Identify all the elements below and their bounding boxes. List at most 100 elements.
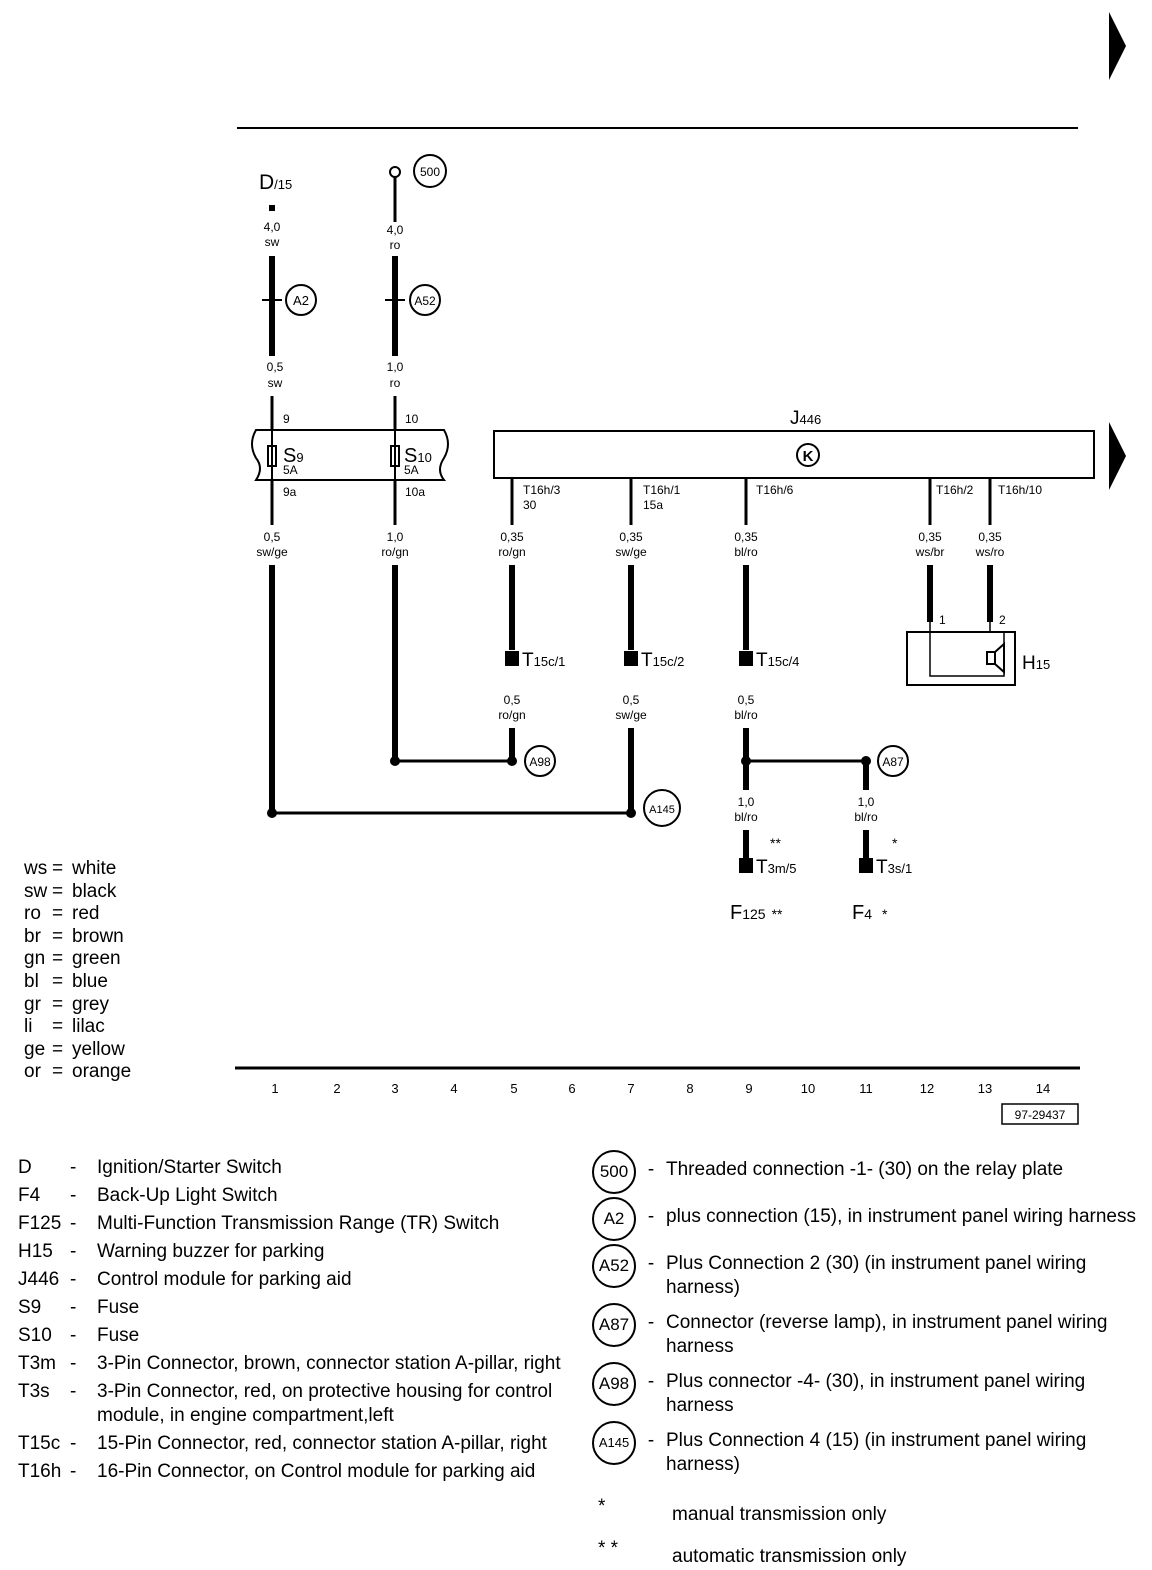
dash: - bbox=[70, 1241, 77, 1262]
next-page-arrow-middle[interactable] bbox=[1109, 422, 1126, 490]
color-abbr: ge bbox=[24, 1038, 46, 1060]
wire-color: sw/ge bbox=[615, 708, 647, 722]
splice-dot bbox=[267, 808, 277, 818]
color-name: black bbox=[72, 880, 117, 902]
grid-number: 10 bbox=[801, 1081, 815, 1096]
legend-row: ro=red bbox=[24, 903, 131, 926]
wire-size: 4,0 bbox=[387, 223, 404, 237]
wire-size: 4,0 bbox=[264, 220, 281, 234]
color-legend: ws=white sw=black ro=red br=brown gn=gre… bbox=[24, 858, 131, 1084]
color-name: orange bbox=[72, 1061, 132, 1083]
fuse-pin-9a: 9a bbox=[283, 485, 297, 499]
wire-size: 0,5 bbox=[623, 693, 640, 707]
component-desc: 16-Pin Connector, on Control module for … bbox=[97, 1461, 536, 1482]
grid-numbers: 1 2 3 4 5 6 7 8 9 10 11 12 13 14 bbox=[271, 1081, 1050, 1096]
terminal-500-dot bbox=[389, 166, 401, 178]
wire-color: sw bbox=[265, 235, 280, 249]
grid-number: 14 bbox=[1036, 1081, 1050, 1096]
wire-color: bl/ro bbox=[734, 810, 758, 824]
grid-number: 7 bbox=[627, 1081, 634, 1096]
component-desc: 3-Pin Connector, red, on protective hous… bbox=[97, 1381, 553, 1426]
color-name: brown bbox=[72, 925, 124, 947]
connector-t3m5-label: T3m/5 bbox=[756, 857, 797, 878]
component-desc: Control module for parking aid bbox=[97, 1269, 352, 1290]
wire-size: 0,5 bbox=[264, 530, 281, 544]
legend-row: ws=white bbox=[24, 858, 131, 881]
connection-desc: Threaded connection -1- (30) on the rela… bbox=[666, 1159, 1064, 1180]
grid-number: 4 bbox=[450, 1081, 457, 1096]
wire-color: ro/gn bbox=[381, 545, 408, 559]
connection-desc: Connector (reverse lamp), in instrument … bbox=[666, 1312, 1108, 1357]
fuse-s9-rating: 5A bbox=[283, 463, 298, 477]
connection-desc: Plus connector -4- (30), in instrument p… bbox=[666, 1371, 1086, 1416]
grid-number: 8 bbox=[686, 1081, 693, 1096]
component-row: F125-Multi-Function Transmission Range (… bbox=[18, 1212, 578, 1236]
wire-color: ro/gn bbox=[498, 545, 525, 559]
connection-row: 500-Threaded connection -1- (30) on the … bbox=[592, 1150, 1137, 1194]
connection-circle: 500 bbox=[592, 1150, 636, 1194]
component-row: S10-Fuse bbox=[18, 1324, 578, 1348]
grid-number: 1 bbox=[271, 1081, 278, 1096]
legend-row: li=lilac bbox=[24, 1016, 131, 1039]
legend-equals: = bbox=[52, 858, 64, 879]
splice-dot bbox=[507, 756, 517, 766]
j446-label: J446 bbox=[790, 408, 821, 429]
pin-t16h3: T16h/3 bbox=[523, 483, 561, 497]
color-name: lilac bbox=[72, 1016, 105, 1038]
pin-t16h3-terminal: 30 bbox=[523, 498, 537, 512]
dash: - bbox=[647, 1312, 655, 1333]
dash: - bbox=[70, 1157, 77, 1178]
connection-desc: Plus Connection 2 (30) (in instrument pa… bbox=[666, 1253, 1087, 1298]
connector-t15c2-label: T15c/2 bbox=[641, 650, 684, 671]
color-name: yellow bbox=[72, 1038, 125, 1060]
component-desc: 3-Pin Connector, brown, connector statio… bbox=[97, 1353, 561, 1374]
legend-equals: = bbox=[52, 925, 64, 947]
dash: - bbox=[70, 1381, 77, 1402]
next-page-arrow-top[interactable] bbox=[1109, 12, 1126, 80]
legend-equals: = bbox=[52, 903, 64, 925]
component-code: S10 bbox=[18, 1325, 52, 1346]
connection-circle: A98 bbox=[592, 1362, 636, 1406]
connection-a87-label: A87 bbox=[882, 755, 904, 769]
h15-pin-2: 2 bbox=[999, 613, 1006, 627]
t3m5-mark: ** bbox=[770, 835, 781, 851]
pin-t16h1: T16h/1 bbox=[643, 483, 681, 497]
wire-size: 0,35 bbox=[734, 530, 758, 544]
connection-row: A2-plus connection (15), in instrument p… bbox=[592, 1197, 1137, 1241]
wire-size: 1,0 bbox=[387, 530, 404, 544]
j446-k-symbol-circle bbox=[796, 443, 820, 467]
component-code: J446 bbox=[18, 1269, 60, 1290]
buzzer-icon bbox=[986, 651, 996, 665]
legend-equals: = bbox=[52, 970, 64, 992]
color-name: green bbox=[72, 948, 121, 970]
connector-t15c4 bbox=[739, 651, 753, 666]
dash: - bbox=[647, 1159, 655, 1180]
color-name: blue bbox=[72, 970, 108, 992]
connector-t15c1-label: T15c/1 bbox=[522, 650, 565, 671]
dash: - bbox=[70, 1325, 77, 1346]
fuse-s9-label: S9 bbox=[283, 445, 304, 467]
splice-dot bbox=[626, 808, 636, 818]
connection-a145-label: A145 bbox=[649, 804, 675, 816]
dash: - bbox=[70, 1185, 77, 1206]
dash: - bbox=[647, 1371, 655, 1392]
color-abbr: ro bbox=[24, 903, 41, 925]
color-abbr: gr bbox=[24, 993, 41, 1015]
dash: - bbox=[647, 1430, 655, 1451]
color-name: grey bbox=[72, 993, 109, 1015]
legend-row: sw=black bbox=[24, 881, 131, 904]
pin-t16h6: T16h/6 bbox=[756, 483, 794, 497]
connection-circle: A87 bbox=[592, 1303, 636, 1347]
wire-color: ws/ro bbox=[975, 545, 1005, 559]
component-desc: Back-Up Light Switch bbox=[97, 1185, 278, 1206]
legend-equals: = bbox=[52, 1061, 64, 1083]
connector-t15c1 bbox=[505, 651, 519, 666]
fuse-pin-10: 10 bbox=[405, 412, 419, 426]
connection-a87-circle bbox=[877, 745, 909, 777]
component-row: T3s-3-Pin Connector, red, on protective … bbox=[18, 1380, 578, 1428]
component-row: F4-Back-Up Light Switch bbox=[18, 1184, 578, 1208]
connection-desc: Plus Connection 4 (15) (in instrument pa… bbox=[666, 1430, 1087, 1475]
dash: - bbox=[647, 1253, 655, 1274]
component-row: T16h-16-Pin Connector, on Control module… bbox=[18, 1460, 578, 1484]
dash: - bbox=[70, 1461, 77, 1482]
